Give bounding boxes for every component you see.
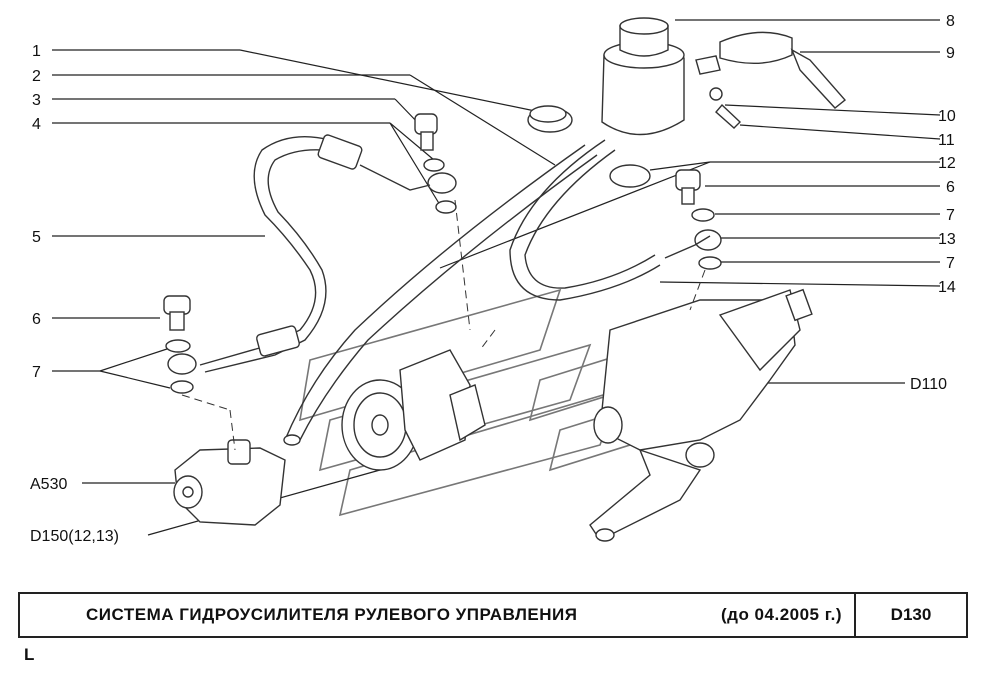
dashed-guides [181,199,706,451]
diagram-title: СИСТЕМА ГИДРОУСИЛИТЕЛЯ РУЛЕВОГО УПРАВЛЕН… [86,605,578,624]
callout-7-right-b: 7 [946,255,955,272]
return-hose-2 [283,144,598,446]
callout-12: 12 [938,155,956,172]
bolt-10-11 [709,87,742,129]
corner-mark: L [24,645,35,664]
return-hose-14 [509,139,711,301]
pump-a530 [173,439,286,526]
callout-6-right: 6 [946,179,955,196]
steering-gear [589,288,813,542]
callout-11: 11 [938,132,955,149]
leader-lines [52,19,941,536]
title-cell: СИСТЕМА ГИДРОУСИЛИТЕЛЯ РУЛЕВОГО УПРАВЛЕН… [20,594,854,636]
callout-6-left: 6 [32,311,41,328]
reservoir-tank [601,17,685,136]
callout-9: 9 [946,45,955,62]
hose-clamp-1 [527,105,573,133]
callout-7-left: 7 [32,364,41,381]
callout-1: 1 [32,43,41,60]
exploded-parts-diagram: 1 2 3 4 5 6 7 8 9 10 11 12 6 7 13 7 14 D… [30,13,956,545]
callout-d110: D110 [910,376,947,393]
callout-10: 10 [938,108,956,125]
diagram-code: D130 [854,594,966,636]
callout-8: 8 [946,13,955,30]
title-block: СИСТЕМА ГИДРОУСИЛИТЕЛЯ РУЛЕВОГО УПРАВЛЕН… [18,592,968,638]
callout-d150: D150(12,13) [30,528,119,545]
reservoir-bracket [695,31,847,109]
power-steering-pump [341,349,486,471]
callout-7-right-a: 7 [946,207,955,224]
callout-2: 2 [32,68,41,85]
callout-3: 3 [32,92,41,109]
callout-labels: 1 2 3 4 5 6 7 8 9 10 11 12 6 7 13 7 14 D… [30,13,956,545]
callout-a530: A530 [30,476,67,493]
callout-4: 4 [32,116,41,133]
callout-13: 13 [938,231,956,248]
banjo-bolt-3 [414,113,457,214]
banjo-bolt-6-left [163,295,197,394]
callout-5: 5 [32,229,41,246]
banjo-bolt-6-right [675,169,722,270]
callout-14: 14 [938,279,956,296]
date-note: (до 04.2005 г.) [721,605,842,624]
hose-clamp-12 [609,164,651,188]
pressure-hose-5 [199,134,431,373]
